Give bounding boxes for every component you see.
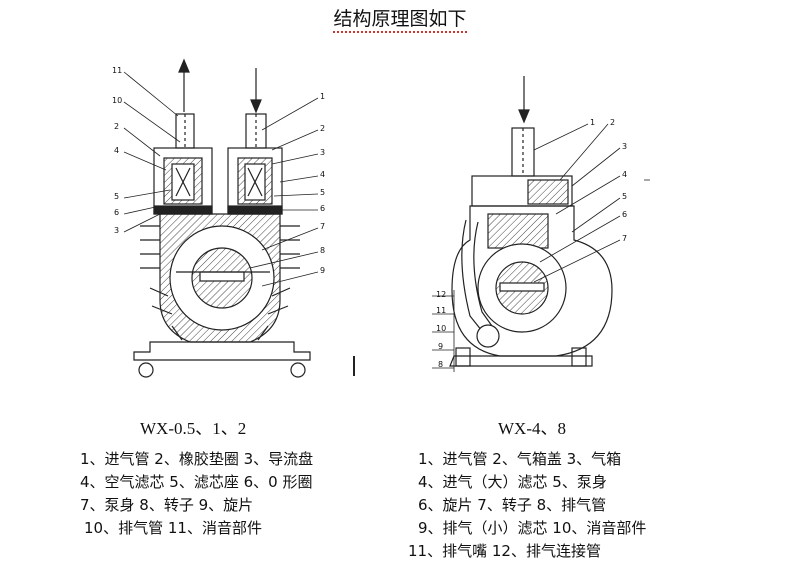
callout-label: 6 bbox=[622, 210, 628, 219]
callout-label: 7 bbox=[622, 234, 628, 243]
callout-label: 4 bbox=[622, 170, 628, 179]
left-pump-drawing bbox=[123, 58, 355, 378]
legend-line: 9、排气（小）滤芯 10、消音部件 bbox=[418, 519, 647, 537]
callout-label: 2 bbox=[610, 118, 616, 127]
legend-line: 1、进气管 2、橡胶垫圈 3、导流盘 bbox=[80, 450, 314, 468]
callout-label: 9 bbox=[320, 266, 326, 275]
callout-label: 6 bbox=[114, 208, 120, 217]
callout-label: 3 bbox=[622, 142, 628, 151]
callout-label: 2 bbox=[114, 122, 120, 131]
legend-line: 7、泵身 8、转子 9、旋片 bbox=[80, 496, 254, 514]
left-legend: 1、进气管 2、橡胶垫圈 3、导流盘 4、空气滤芯 5、滤芯座 6、0 形圈 7… bbox=[80, 448, 313, 540]
callout-label: 7 bbox=[320, 222, 326, 231]
callout-label: 10 bbox=[436, 324, 447, 333]
legend-line: 1、进气管 2、气箱盖 3、气箱 bbox=[418, 450, 622, 468]
callout-label: 5 bbox=[622, 192, 628, 201]
callout-label: 11 bbox=[112, 66, 123, 75]
callout-label: 8 bbox=[438, 360, 444, 369]
callout-label: 1 bbox=[320, 92, 326, 101]
legend-line: 6、旋片 7、转子 8、排气管 bbox=[418, 496, 607, 514]
right-legend: 1、进气管 2、气箱盖 3、气箱 4、进气（大）滤芯 5、泵身 6、旋片 7、转… bbox=[408, 448, 647, 563]
legend-line: 4、空气滤芯 5、滤芯座 6、0 形圈 bbox=[80, 473, 313, 491]
callout-label: 4 bbox=[114, 146, 120, 155]
legend-line: 4、进气（大）滤芯 5、泵身 bbox=[418, 473, 607, 491]
callout-label: 3 bbox=[320, 148, 326, 157]
callout-label: 1 bbox=[590, 118, 596, 127]
callout-label: 10 bbox=[112, 96, 123, 105]
legend-line: 11、排气嘴 12、排气连接管 bbox=[408, 542, 601, 560]
callout-label: 11 bbox=[436, 306, 447, 315]
callout-label: 4 bbox=[320, 170, 326, 179]
right-model-label: WX-4、8 bbox=[498, 419, 566, 438]
callout-label: 12 bbox=[436, 290, 447, 299]
callout-label: 6 bbox=[320, 204, 326, 213]
right-pump-drawing bbox=[432, 76, 650, 372]
left-model-label: WX-0.5、1、2 bbox=[140, 419, 247, 438]
callout-label: 2 bbox=[320, 124, 326, 133]
callout-label: 8 bbox=[320, 246, 326, 255]
callout-label: 5 bbox=[114, 192, 120, 201]
page-title: 结构原理图如下 bbox=[0, 4, 800, 33]
legend-line: 10、排气管 11、消音部件 bbox=[84, 519, 262, 537]
callout-label: 3 bbox=[114, 226, 120, 235]
callout-label: 9 bbox=[438, 342, 444, 351]
callout-label: 5 bbox=[320, 188, 326, 197]
